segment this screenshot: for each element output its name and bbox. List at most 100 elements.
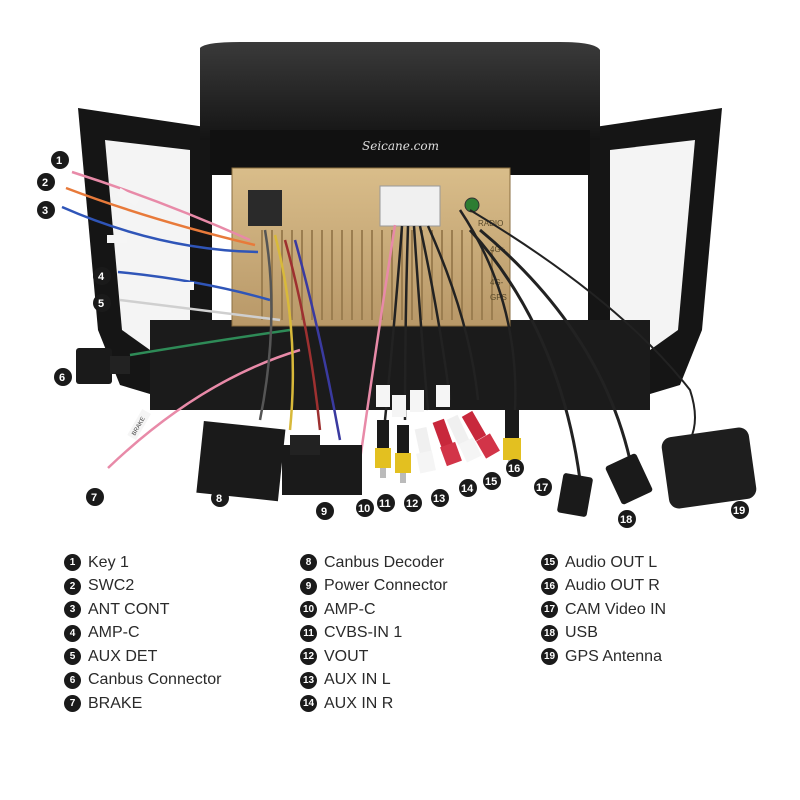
callout-18: 18 xyxy=(618,510,636,528)
svg-text:13: 13 xyxy=(433,493,445,505)
legend-number: 9 xyxy=(300,577,317,595)
callout-12: 12 xyxy=(404,494,422,512)
canbus-connector xyxy=(76,348,130,384)
usb-plugs xyxy=(557,453,653,517)
svg-text:9: 9 xyxy=(321,506,327,518)
wire-tags xyxy=(107,188,450,417)
callout-11: 11 xyxy=(377,494,395,512)
legend-number: 13 xyxy=(300,671,317,689)
callout-5: 5 xyxy=(93,294,111,312)
callout-16: 16 xyxy=(506,459,524,477)
callout-1: 1 xyxy=(51,151,69,169)
callout-3: 3 xyxy=(37,201,55,219)
legend-label: AUX IN R xyxy=(324,694,394,712)
legend-label: Power Connector xyxy=(324,577,448,595)
callout-13: 13 xyxy=(431,489,449,507)
legend-number: 10 xyxy=(300,601,317,619)
dash-bezel xyxy=(78,42,722,410)
legend-item: 5 AUX DET xyxy=(64,645,221,669)
callout-2: 2 xyxy=(37,173,55,191)
legend-number: 1 xyxy=(64,554,81,572)
legend-number: 12 xyxy=(300,648,317,666)
legend-item: 10 AMP-C xyxy=(300,598,448,622)
legend-number: 4 xyxy=(64,624,81,642)
legend-number: 15 xyxy=(541,554,558,572)
legend-item: 9 Power Connector xyxy=(300,575,448,599)
svg-text:3: 3 xyxy=(42,205,48,217)
legend-number: 6 xyxy=(64,671,81,689)
legend-label: VOUT xyxy=(324,647,369,665)
svg-text:10: 10 xyxy=(358,503,370,515)
callout-7: 7 xyxy=(86,488,104,506)
callout-8: 8 xyxy=(211,489,229,507)
legend-number: 17 xyxy=(541,601,558,619)
legend-item: 14 AUX IN R xyxy=(300,692,448,716)
power-connector-block xyxy=(282,435,362,495)
svg-text:18: 18 xyxy=(620,514,632,526)
svg-text:8: 8 xyxy=(216,493,222,505)
legend-item: 17 CAM Video IN xyxy=(541,598,666,622)
legend-item: 13 AUX IN L xyxy=(300,669,448,693)
wiring-harness xyxy=(61,170,696,481)
rca-plugs xyxy=(375,410,521,483)
gps-antenna-puck xyxy=(661,427,757,509)
legend-number: 14 xyxy=(300,695,317,713)
svg-text:6: 6 xyxy=(59,372,65,384)
legend-number: 5 xyxy=(64,648,81,666)
svg-text:2: 2 xyxy=(42,177,48,189)
svg-text:19: 19 xyxy=(733,505,745,517)
legend-number: 3 xyxy=(64,601,81,619)
legend-number: 2 xyxy=(64,577,81,595)
product-photo: Seicane.com RADIO 4G+ 4G- GPS xyxy=(37,42,757,528)
port-label-gps: GPS xyxy=(490,293,507,302)
brand-watermark: Seicane.com xyxy=(362,139,439,153)
callout-9: 9 xyxy=(316,502,334,520)
canbus-decoder-box xyxy=(196,421,286,502)
legend-label: AUX IN L xyxy=(324,671,391,689)
svg-text:11: 11 xyxy=(379,498,391,510)
legend-label: CAM Video IN xyxy=(565,600,667,618)
legend-label: Canbus Connector xyxy=(88,671,222,689)
callout-10: 10 xyxy=(356,499,374,517)
callout-17: 17 xyxy=(534,478,552,496)
legend-label: BRAKE xyxy=(88,694,143,712)
legend-item: 11 CVBS-IN 1 xyxy=(300,622,448,646)
svg-text:16: 16 xyxy=(508,463,520,475)
callout-4: 4 xyxy=(93,267,111,285)
legend-number: 16 xyxy=(541,577,558,595)
legend-label: AUX DET xyxy=(88,647,158,665)
legend-item: 1 Key 1 xyxy=(64,551,221,575)
svg-text:5: 5 xyxy=(98,298,104,310)
callout-15: 15 xyxy=(483,472,501,490)
callout-14: 14 xyxy=(459,479,477,497)
legend-label: USB xyxy=(565,624,598,642)
head-unit-chassis xyxy=(231,167,511,327)
svg-text:15: 15 xyxy=(485,476,497,488)
svg-text:7: 7 xyxy=(91,492,97,504)
callout-19: 19 xyxy=(731,501,749,519)
legend-label: AMP-C xyxy=(324,600,376,618)
svg-text:4: 4 xyxy=(98,271,105,283)
svg-text:14: 14 xyxy=(461,483,474,495)
callout-6: 6 xyxy=(54,368,72,386)
legend-number: 11 xyxy=(300,624,317,642)
svg-text:12: 12 xyxy=(406,498,418,510)
legend-item: 12 VOUT xyxy=(300,645,448,669)
port-label-4g-plus: 4G+ xyxy=(490,245,506,254)
legend-item: 15 Audio OUT L xyxy=(541,551,666,575)
legend-label: Audio OUT L xyxy=(565,553,658,571)
legend-item: 3 ANT CONT xyxy=(64,598,221,622)
legend-label: ANT CONT xyxy=(88,600,170,618)
svg-text:17: 17 xyxy=(536,482,548,494)
legend-label: Canbus Decoder xyxy=(324,553,445,571)
legend-label: CVBS-IN 1 xyxy=(324,624,403,642)
legend-label: Key 1 xyxy=(88,553,129,571)
